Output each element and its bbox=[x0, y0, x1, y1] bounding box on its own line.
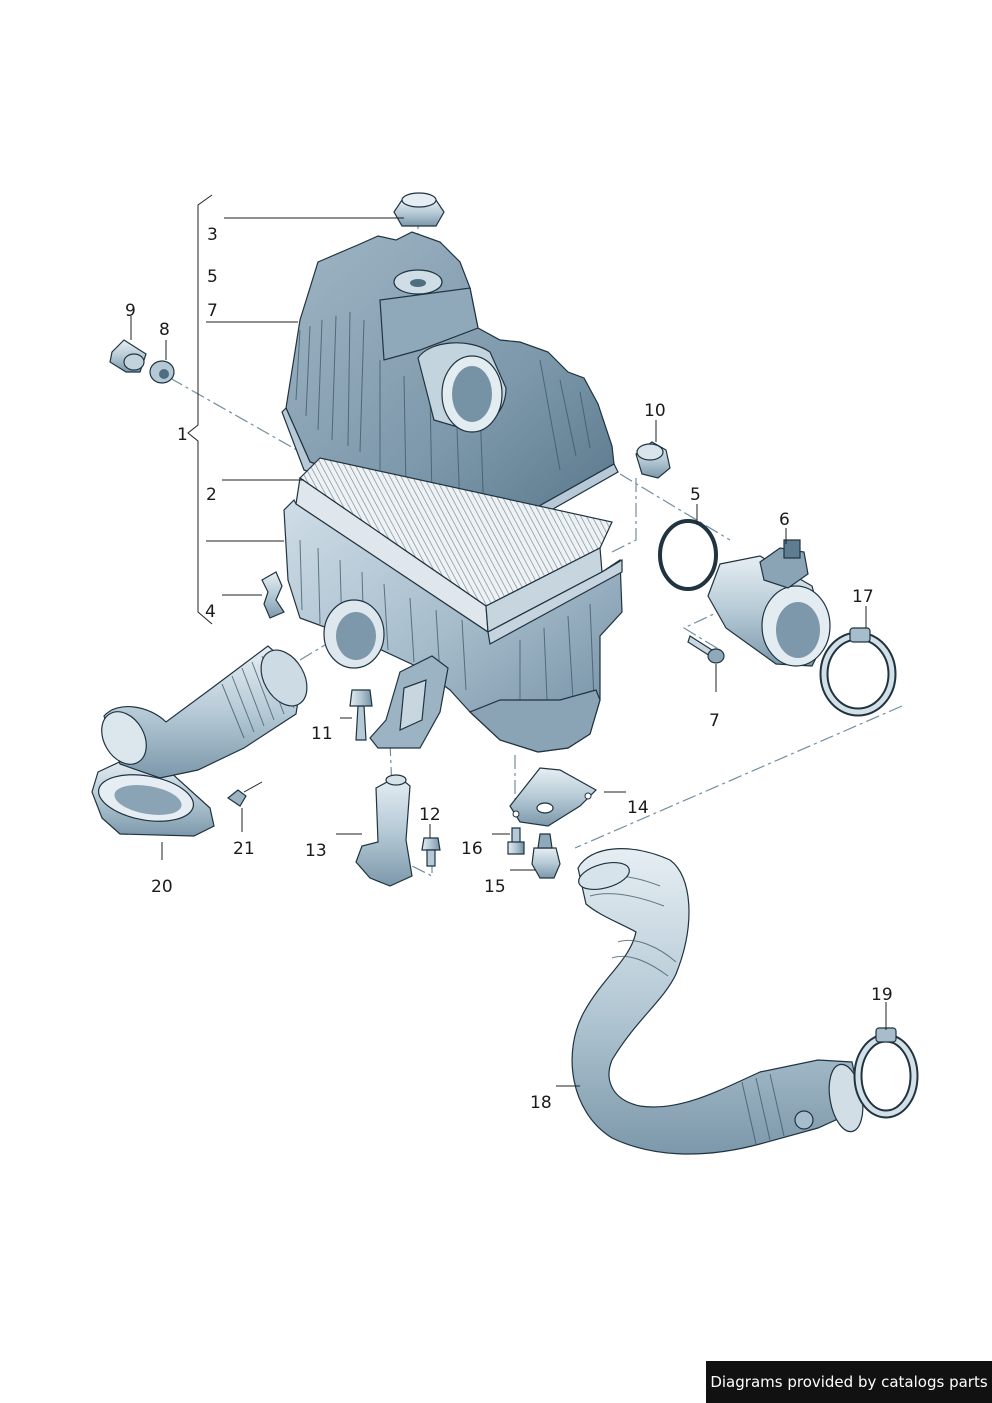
callout-19: 19 bbox=[871, 985, 893, 1005]
callout-3: 3 bbox=[207, 225, 218, 245]
callout-5-left: 5 bbox=[207, 267, 218, 287]
callout-6: 6 bbox=[779, 510, 790, 530]
callout-15: 15 bbox=[484, 877, 506, 897]
callout-7-right: 7 bbox=[709, 711, 720, 731]
bolt-12 bbox=[421, 837, 441, 867]
group-bracket bbox=[187, 194, 213, 625]
o-ring bbox=[658, 519, 718, 591]
grommet-8 bbox=[149, 360, 175, 384]
intake-hose bbox=[571, 848, 864, 1155]
callout-10: 10 bbox=[644, 401, 666, 421]
callouts: 1 2 3 4 5 5 6 7 7 8 9 10 11 12 13 14 15 … bbox=[125, 225, 893, 1113]
air-mass-meter bbox=[707, 539, 831, 667]
callout-13: 13 bbox=[305, 841, 327, 861]
callout-2: 2 bbox=[206, 485, 217, 505]
callout-9: 9 bbox=[125, 301, 136, 321]
rubber-buffer bbox=[635, 441, 671, 479]
callout-18: 18 bbox=[530, 1093, 552, 1113]
callout-1: 1 bbox=[177, 425, 188, 445]
support-bracket bbox=[355, 774, 413, 887]
rubber-mount bbox=[531, 833, 561, 879]
callout-20: 20 bbox=[151, 877, 173, 897]
leader-lines bbox=[130, 217, 887, 1087]
hose-clamp-17 bbox=[819, 627, 897, 717]
callout-7-left: 7 bbox=[207, 301, 218, 321]
hose-clamp-19 bbox=[853, 1027, 919, 1119]
air-filter-housing bbox=[283, 498, 623, 753]
bolt-16 bbox=[507, 827, 525, 855]
bolt-11 bbox=[349, 689, 373, 741]
intake-duct bbox=[91, 645, 308, 837]
retaining-clip bbox=[261, 571, 285, 619]
callout-11: 11 bbox=[311, 724, 333, 744]
filter-element bbox=[295, 457, 613, 634]
callout-16: 16 bbox=[461, 839, 483, 859]
tapping-screw bbox=[687, 635, 725, 664]
credit-badge: Diagrams provided by catalogs parts bbox=[706, 1361, 992, 1403]
mounting-plate bbox=[509, 767, 597, 827]
callout-17: 17 bbox=[852, 587, 874, 607]
callout-8: 8 bbox=[159, 320, 170, 340]
hex-bolt-9 bbox=[109, 339, 147, 373]
callout-21: 21 bbox=[233, 839, 255, 859]
callout-12: 12 bbox=[419, 805, 441, 825]
rubber-cap bbox=[393, 192, 445, 227]
callout-14: 14 bbox=[627, 798, 649, 818]
push-pin bbox=[226, 781, 263, 807]
air-filter-lid bbox=[281, 231, 619, 539]
callout-4: 4 bbox=[205, 602, 216, 622]
callout-5-right: 5 bbox=[690, 485, 701, 505]
